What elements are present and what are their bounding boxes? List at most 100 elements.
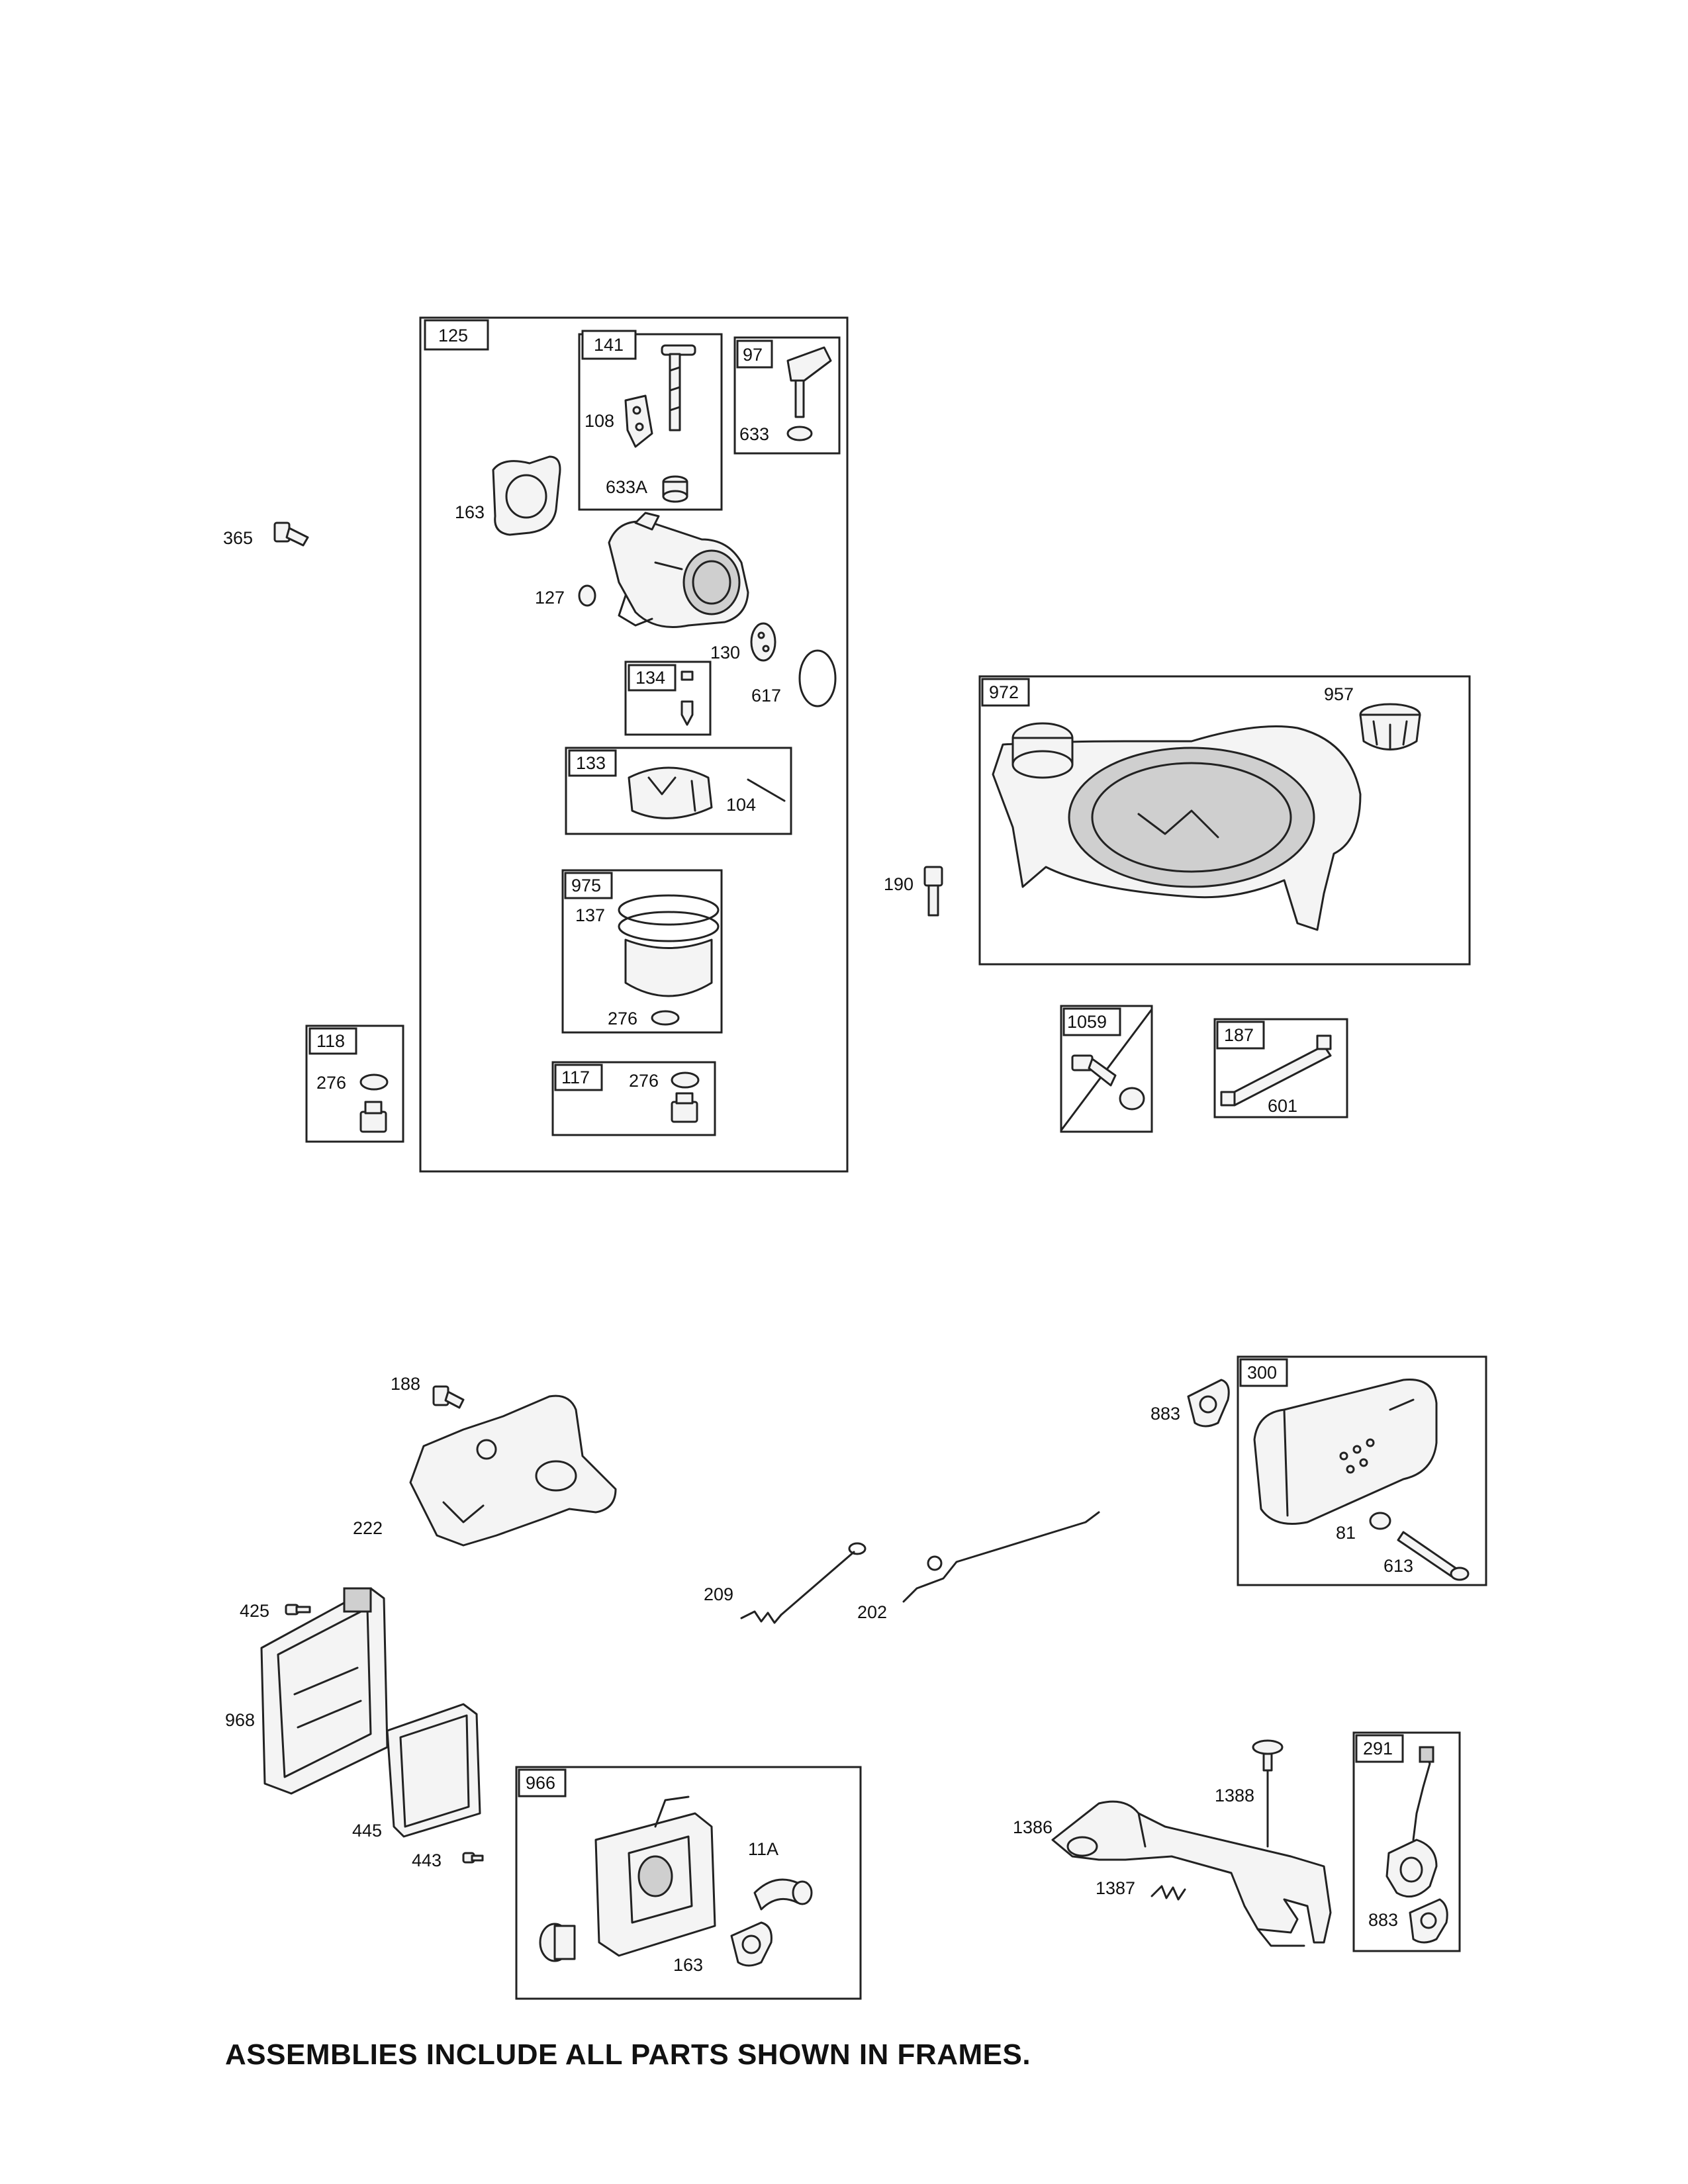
part-label-617: 617 [751,686,781,705]
air-filter-base-968-part [260,1587,389,1795]
air-cleaner-base-966-part [594,1796,716,1957]
frame-label-97: 97 [743,345,763,365]
part-label-202: 202 [857,1602,887,1622]
frame-117: 117 276 [551,1061,716,1136]
frame-300: 300 81 613 [1237,1355,1487,1586]
part-label-1386: 1386 [1013,1817,1053,1837]
part-label-130: 130 [710,643,740,662]
part-label-276-118: 276 [316,1073,346,1093]
muffler-gasket-883-part [1187,1379,1230,1428]
frame-966: 966 11A 163 [515,1766,862,2000]
part-label-190: 190 [884,874,914,894]
part-label-163-bottom: 163 [673,1955,703,1975]
dipstick-1388-part [1252,1739,1284,1848]
part-label-633a: 633A [606,477,647,497]
part-label-188: 188 [391,1374,420,1394]
screw-425-part [285,1604,311,1615]
part-label-1387: 1387 [1096,1878,1135,1898]
part-label-365: 365 [223,528,253,548]
choke-lever-part [786,346,832,441]
muffler-part [1253,1378,1438,1525]
control-bracket-222-part [409,1394,617,1547]
frame-label-975: 975 [571,876,601,895]
part-label-104: 104 [726,795,756,815]
frame-141: 141 108 633A [578,330,723,511]
washer-81-part [1369,1512,1391,1530]
part-label-127: 127 [535,588,565,608]
screw-443-part [462,1852,484,1864]
part-label-883-b: 883 [1368,1910,1398,1930]
float-pin-part [747,778,786,802]
part-label-968: 968 [225,1710,255,1730]
frame-label-972: 972 [989,682,1019,702]
washer-118-part [359,1073,389,1091]
float-part [628,766,713,819]
spring-1387-part [1150,1885,1186,1901]
part-label-425: 425 [240,1601,269,1621]
part-label-137: 137 [575,905,605,925]
throttle-plate-part [624,394,653,448]
governor-link-202-part [902,1511,1100,1603]
frame-label-187: 187 [1224,1025,1254,1045]
frame-label-117: 117 [561,1068,590,1087]
part-label-163-top: 163 [455,502,485,522]
bolt-188-part [432,1385,465,1409]
carburetor-body-part [608,512,749,628]
float-bowl-part [618,894,720,997]
frame-125: 125 [419,316,849,1173]
bowl-nut-117-part [671,1092,698,1123]
frame-label-1059: 1059 [1067,1012,1107,1032]
part-label-276-117: 276 [629,1071,659,1091]
part-label-11a: 11A [748,1839,778,1859]
stud-1059-part [1071,1054,1145,1111]
part-label-1388: 1388 [1215,1786,1254,1805]
part-label-276-975: 276 [608,1009,637,1028]
needle-valve-part [680,670,694,726]
part-label-81: 81 [1336,1523,1356,1543]
spacer-633a-part [662,475,688,503]
o-ring-127-part [578,584,596,607]
part-label-613: 613 [1383,1556,1413,1576]
governor-spring-209-part [740,1542,867,1624]
seal-617-part [798,649,837,707]
breather-cap-part [539,1923,576,1962]
assemblies-note: ASSEMBLIES INCLUDE ALL PARTS SHOWN IN FR… [225,2038,1031,2071]
frame-975: 975 137 276 [561,869,723,1034]
frame-label-291: 291 [1363,1739,1393,1758]
bowl-nut-118-part [359,1101,387,1133]
breather-tube-11a-part [753,1878,813,1911]
rewind-cup-957-part [1359,703,1421,751]
frame-label-966: 966 [526,1773,555,1793]
gasket-163-bottom-part [730,1921,773,1967]
fuel-line-part [1220,1034,1332,1107]
frame-97: 97 633 [733,336,841,455]
frame-label-141: 141 [594,335,624,355]
air-filter-445-part [386,1703,481,1838]
frame-972: 972 957 [978,675,1471,966]
fuel-tank-1386-part [1051,1800,1332,1947]
washer-276-part [651,1010,680,1026]
frame-187: 187 601 [1213,1018,1348,1118]
bolt-190-part [923,866,943,917]
part-label-108: 108 [585,411,614,431]
frame-label-125: 125 [438,326,468,345]
frame-1059: 1059 [1060,1005,1153,1133]
frame-label-134: 134 [635,668,665,688]
frame-label-118: 118 [316,1031,345,1051]
plate-130-part [750,622,776,662]
part-label-601: 601 [1268,1096,1297,1116]
frame-label-300: 300 [1247,1363,1277,1383]
gasket-883-b-part [1409,1898,1448,1944]
part-label-957: 957 [1324,684,1354,704]
frame-133: 133 104 [565,747,792,835]
washer-117-part [671,1071,700,1089]
part-label-883-a: 883 [1150,1404,1180,1424]
part-label-209: 209 [704,1584,733,1604]
oil-fill-291-part [1385,1746,1438,1898]
part-label-222: 222 [353,1518,383,1538]
frame-291: 291 883 [1352,1731,1461,1952]
part-label-445: 445 [352,1821,382,1841]
frame-label-133: 133 [576,753,606,773]
blower-housing-part [992,722,1362,931]
